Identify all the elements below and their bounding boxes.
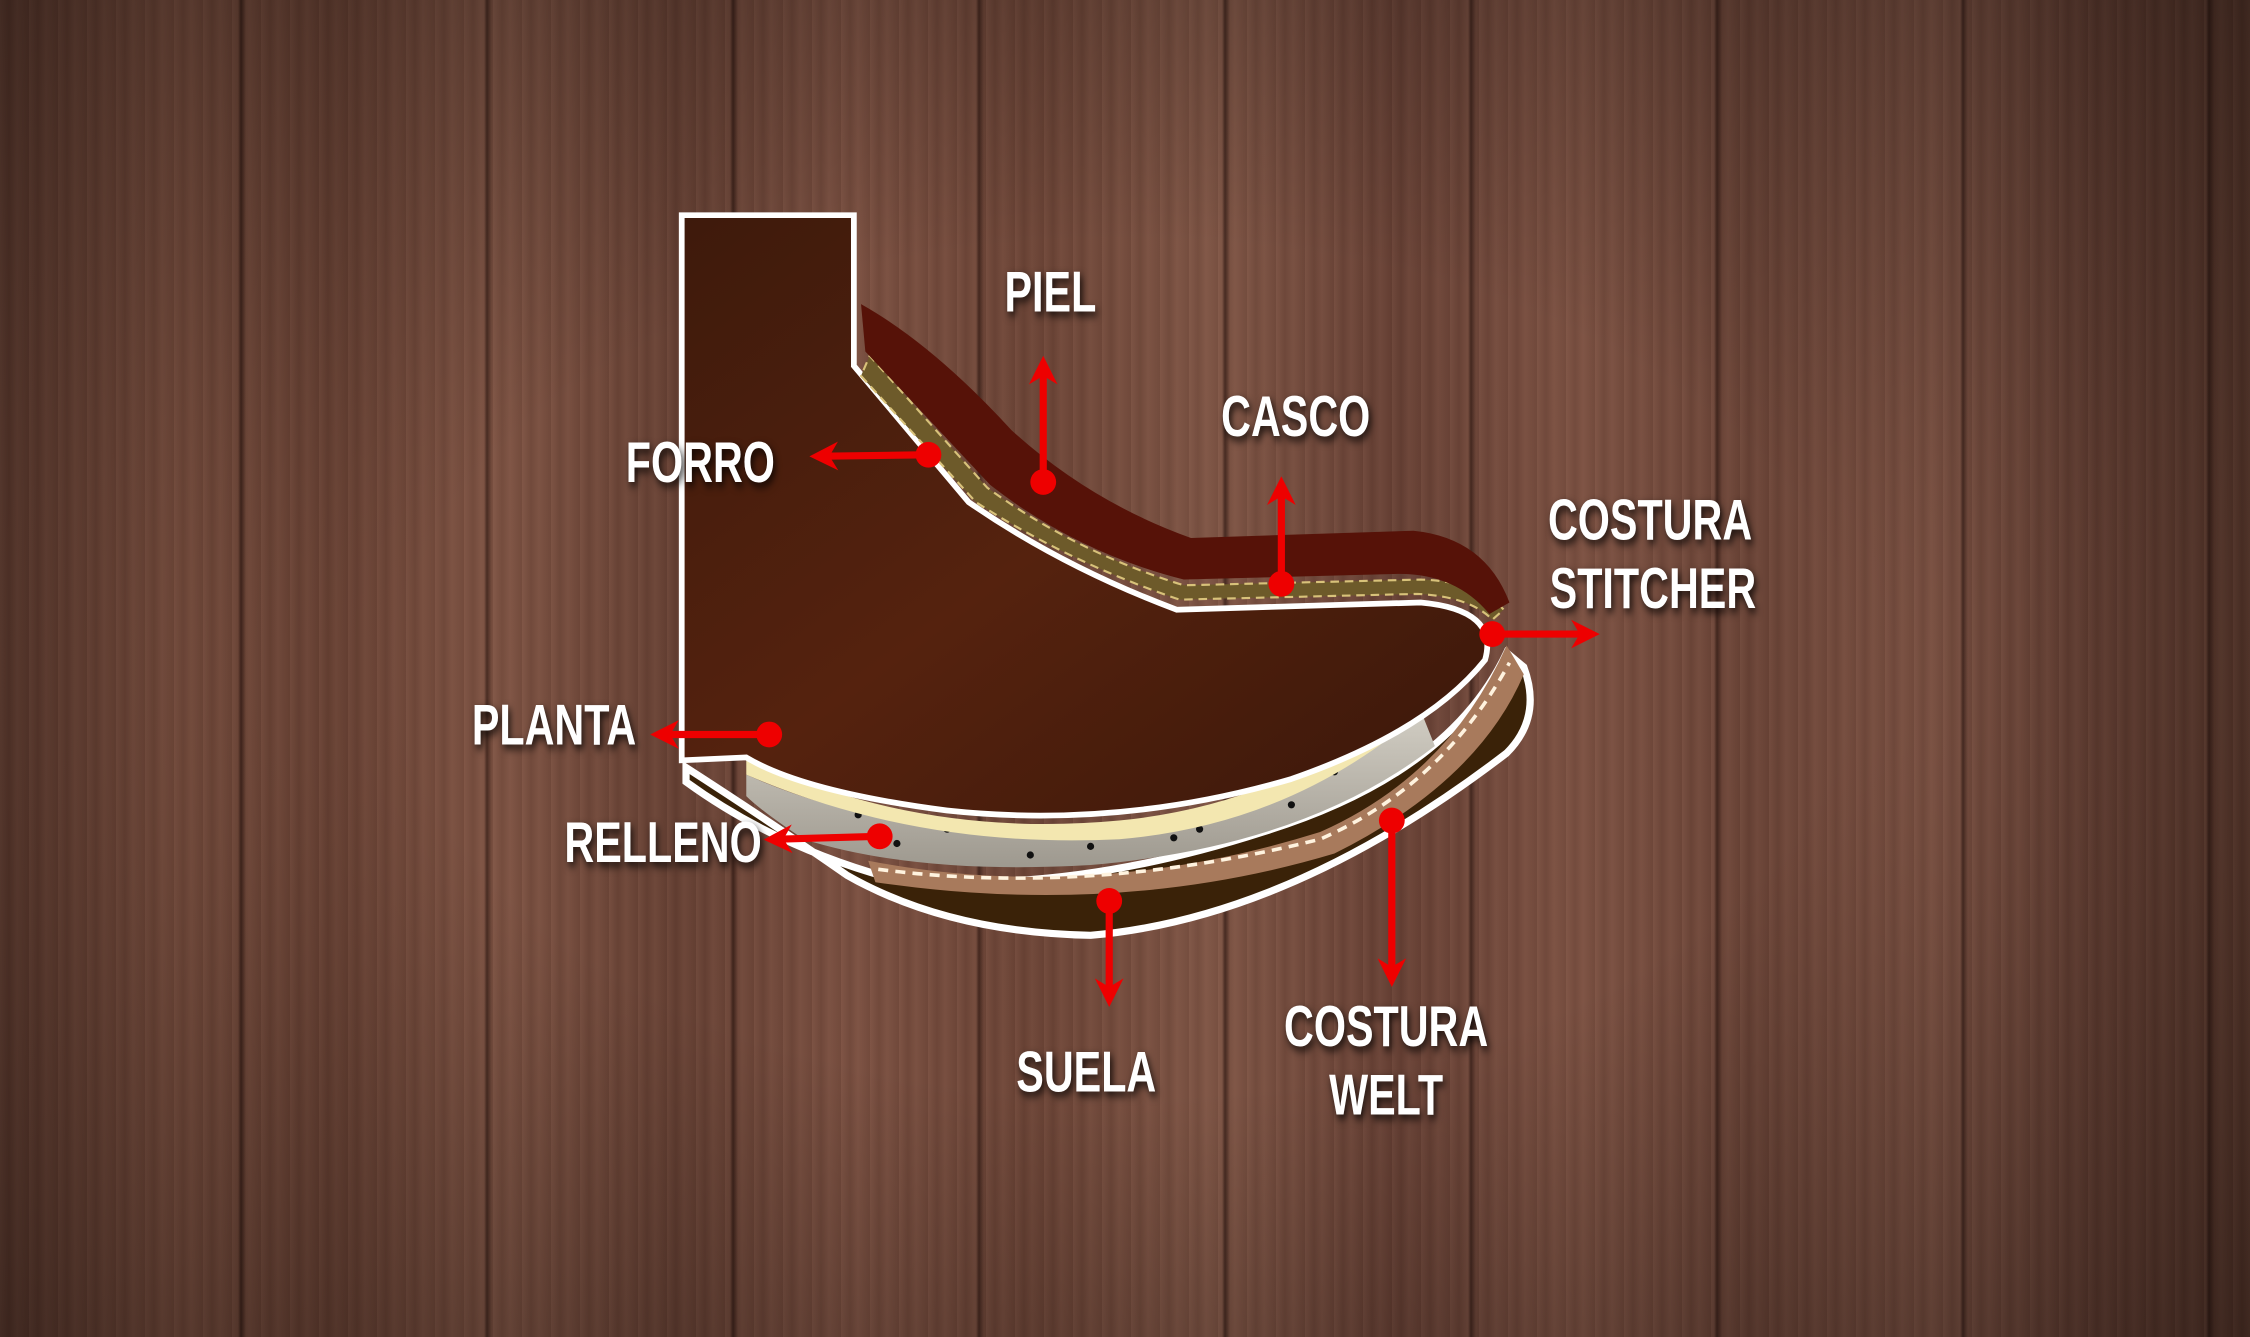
- piel-layer: [861, 304, 1510, 614]
- label-casco: CASCO: [1221, 384, 1370, 448]
- arrow-suela: [1094, 887, 1124, 1008]
- label-forro: FORRO: [626, 430, 775, 494]
- relleno-layer: [746, 710, 1435, 868]
- arrow-costura-welt: [1377, 807, 1407, 987]
- callout-arrows: [650, 355, 1600, 1008]
- label-suela: SUELA: [1016, 1040, 1156, 1104]
- arrow-casco: [1267, 476, 1296, 597]
- arrow-costura-stitcher: [1479, 619, 1600, 649]
- label-costura-welt-line1: COSTURA: [1284, 994, 1488, 1058]
- welt-stitching: [878, 661, 1512, 880]
- arrow-relleno: [763, 823, 893, 854]
- label-relleno: RELLENO: [564, 811, 761, 875]
- arrow-piel: [1028, 355, 1058, 495]
- boot-body-forro: [678, 212, 1491, 819]
- label-costura-stitcher-line1: COSTURA: [1548, 488, 1752, 552]
- casco-layer: [859, 353, 1506, 622]
- label-planta: PLANTA: [472, 693, 636, 757]
- label-piel: PIEL: [1004, 260, 1096, 324]
- label-costura-stitcher-line2: STITCHER: [1550, 557, 1757, 621]
- welt-leather-layer: [868, 645, 1524, 896]
- planta-layer: [746, 695, 1421, 841]
- arrow-planta: [650, 720, 783, 749]
- arrow-forro: [809, 441, 942, 471]
- label-costura-welt-line2: WELT: [1329, 1063, 1443, 1127]
